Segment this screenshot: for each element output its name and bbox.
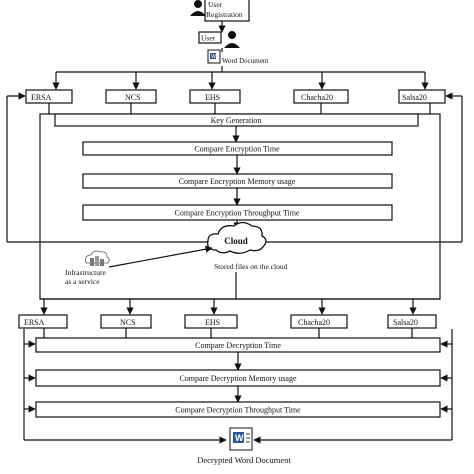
algo-salsa20-dec: Salsa20 — [387, 299, 437, 329]
algo-ehs-enc: EHS — [189, 72, 241, 104]
key-generation-box: Key Generation — [54, 113, 419, 127]
algo-label: ERSA — [31, 93, 52, 102]
compare-encryption-time-box: Compare Encryption Time — [82, 141, 393, 156]
compare-encryption-throughput-box: Compare Encryption Throughput Time — [82, 204, 393, 221]
word-document-icon: W — [229, 427, 253, 451]
person-icon — [224, 31, 240, 48]
algo-ehs-dec: EHS — [184, 299, 238, 329]
word-document-label: Word Document — [222, 57, 268, 65]
user-registration-node: User Registration — [190, 0, 250, 22]
cloud-icon: Cloud — [207, 221, 267, 254]
algo-ncs-dec: NCS — [100, 299, 152, 329]
user-label: User — [201, 34, 216, 43]
algo-chacha20-dec: Chacha20 — [290, 299, 348, 329]
encryption-algorithms: ERSA NCS EHS Chacha20 Salsa20 — [25, 72, 446, 104]
step-label: Compare Encryption Time — [194, 145, 280, 154]
algo-label: EHS — [205, 93, 220, 102]
algo-label: Salsa20 — [393, 318, 418, 327]
decrypted-document-label: Decrypted Word Document — [197, 455, 291, 465]
algo-label: NCS — [125, 93, 141, 102]
user-registration-label-line1: User — [208, 0, 223, 9]
algo-label: Chacha20 — [298, 318, 330, 327]
step-label: Compare Decryption Memory usage — [179, 374, 297, 383]
algo-salsa20-enc: Salsa20 — [398, 72, 446, 104]
algo-ersa-dec: ERSA — [18, 299, 68, 329]
decryption-algorithms: ERSA NCS EHS Chacha20 Salsa20 — [18, 299, 437, 329]
step-label: Compare Decryption Time — [195, 341, 281, 350]
svg-text:W: W — [235, 433, 244, 443]
algo-ersa-enc: ERSA — [25, 72, 73, 104]
algo-label: Chacha20 — [301, 93, 333, 102]
iaas-label-line2: as a service — [65, 277, 100, 286]
compare-decryption-memory-box: Compare Decryption Memory usage — [35, 369, 441, 387]
person-icon — [190, 0, 206, 16]
algo-label: ERSA — [24, 318, 45, 327]
server-building-icon — [85, 250, 110, 266]
algo-label: Salsa20 — [402, 93, 427, 102]
word-document-icon: W — [207, 49, 221, 64]
iaas-label-line1: Infrastructure — [65, 268, 106, 277]
user-node: User — [198, 31, 240, 48]
compare-decryption-throughput-box: Compare Decryption Throughput Time — [35, 401, 441, 418]
algo-label: NCS — [120, 318, 136, 327]
user-registration-label-line2: Registration — [206, 10, 243, 19]
cloud-label: Cloud — [224, 236, 248, 246]
svg-text:W: W — [211, 54, 216, 60]
compare-encryption-memory-box: Compare Encryption Memory usage — [82, 173, 393, 189]
compare-decryption-time-box: Compare Decryption Time — [35, 337, 441, 353]
step-label: Compare Encryption Memory usage — [179, 177, 296, 186]
step-label: Compare Encryption Throughput Time — [175, 209, 300, 218]
key-generation-label: Key Generation — [211, 116, 262, 125]
algo-ncs-enc: NCS — [105, 72, 157, 104]
step-label: Compare Decryption Throughput Time — [175, 406, 301, 415]
algo-chacha20-enc: Chacha20 — [293, 72, 349, 104]
algo-label: EHS — [205, 318, 220, 327]
stored-files-label: Stored files on the cloud — [214, 262, 288, 271]
